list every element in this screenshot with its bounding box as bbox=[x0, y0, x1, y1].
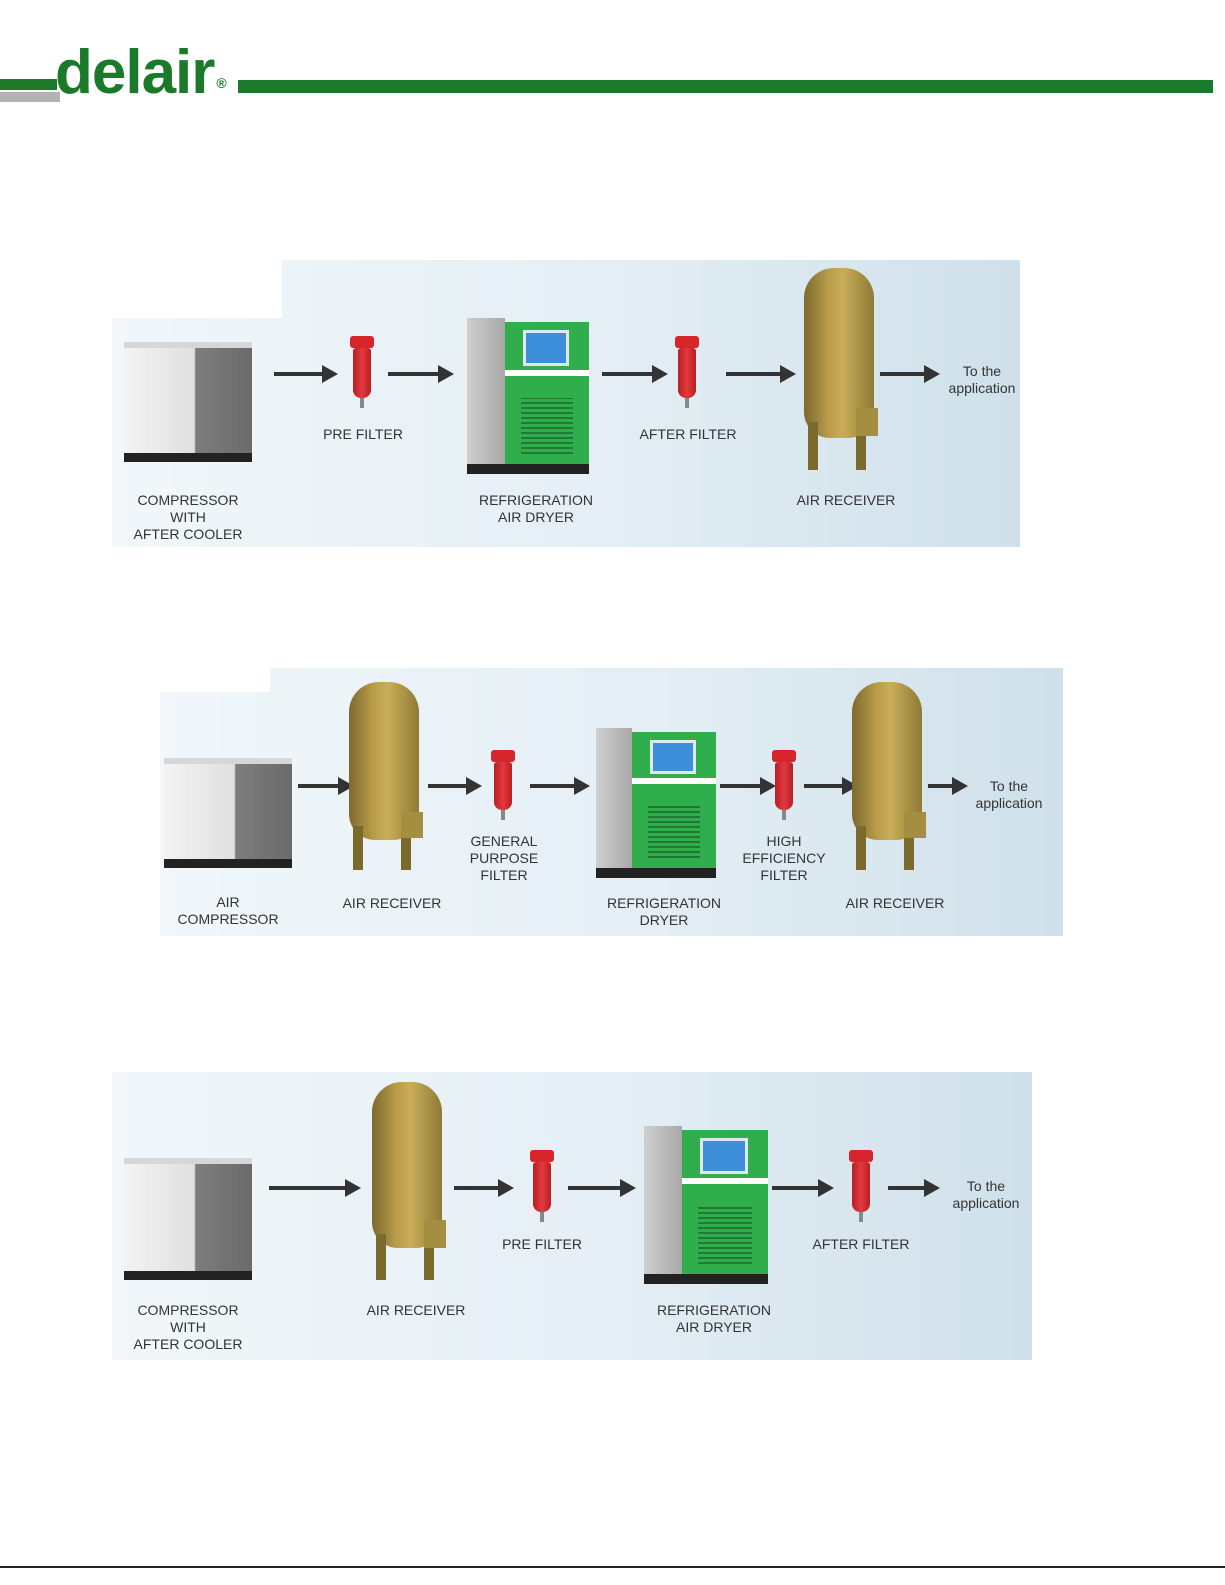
diagram-2-notch bbox=[160, 668, 270, 692]
header-rule-left bbox=[0, 79, 57, 90]
flow-arrow bbox=[454, 1179, 514, 1197]
flow-arrow bbox=[888, 1179, 940, 1197]
after-filter-label: AFTER FILTER bbox=[639, 426, 737, 442]
pre-filter-label: PRE FILTER bbox=[323, 426, 403, 442]
dryer-label: REFRIGERATION AIR DRYER bbox=[478, 492, 594, 525]
compressor-icon bbox=[124, 342, 252, 462]
diagram-2: To the application AIR COMPRESSOR AIR RE… bbox=[160, 668, 1063, 936]
receiver-label: AIR RECEIVER bbox=[366, 1302, 466, 1318]
high-efficiency-filter-icon bbox=[772, 750, 796, 820]
flow-arrow bbox=[388, 365, 454, 383]
flow-arrow bbox=[568, 1179, 636, 1197]
dryer-label: REFRIGERATION AIR DRYER bbox=[656, 1302, 772, 1335]
refrigeration-dryer-icon bbox=[644, 1126, 768, 1284]
flow-arrow bbox=[772, 1179, 834, 1197]
refrigeration-dryer-icon bbox=[467, 318, 589, 474]
flow-arrow bbox=[720, 777, 776, 795]
flow-arrow bbox=[428, 777, 482, 795]
compressor-label: AIR COMPRESSOR bbox=[177, 894, 279, 927]
receiver-label: AIR RECEIVER bbox=[796, 492, 896, 508]
flow-arrow bbox=[274, 365, 338, 383]
header-rule-right bbox=[238, 80, 1213, 93]
destination-label: To the application bbox=[948, 363, 1016, 396]
general-filter-label: GENERAL PURPOSE FILTER bbox=[469, 833, 539, 883]
header-rule-left-grey bbox=[0, 92, 60, 102]
delair-logo: delair® bbox=[55, 38, 227, 108]
air-receiver-icon bbox=[345, 676, 425, 872]
destination-label: To the application bbox=[975, 778, 1043, 811]
refrigeration-dryer-icon bbox=[596, 728, 716, 878]
pre-filter-label: PRE FILTER bbox=[502, 1236, 582, 1252]
general-purpose-filter-icon bbox=[491, 750, 515, 820]
after-filter-icon bbox=[675, 336, 699, 408]
flow-arrow bbox=[602, 365, 668, 383]
after-filter-label: AFTER FILTER bbox=[812, 1236, 910, 1252]
flow-arrow bbox=[298, 777, 354, 795]
air-receiver-icon bbox=[848, 676, 928, 872]
flow-arrow bbox=[726, 365, 796, 383]
registered-mark: ® bbox=[216, 75, 226, 91]
compressor-icon bbox=[164, 758, 292, 868]
compressor-label: COMPRESSOR WITH AFTER COOLER bbox=[133, 492, 243, 542]
flow-arrow bbox=[269, 1179, 361, 1197]
receiver-1-label: AIR RECEIVER bbox=[342, 895, 442, 911]
high-filter-label: HIGH EFFICIENCY FILTER bbox=[742, 833, 826, 883]
flow-arrow bbox=[880, 365, 940, 383]
logo-text: delair bbox=[55, 38, 215, 107]
footer-rule bbox=[0, 1566, 1225, 1568]
flow-arrow bbox=[530, 777, 590, 795]
pre-filter-icon bbox=[350, 336, 374, 408]
flow-arrow bbox=[928, 777, 968, 795]
compressor-icon bbox=[124, 1158, 252, 1280]
compressor-label: COMPRESSOR WITH AFTER COOLER bbox=[133, 1302, 243, 1352]
diagram-1-notch bbox=[112, 260, 282, 318]
air-receiver-icon bbox=[368, 1076, 448, 1282]
flow-arrow bbox=[804, 777, 858, 795]
air-receiver-icon bbox=[800, 262, 880, 472]
destination-label: To the application bbox=[952, 1178, 1020, 1211]
diagram-3: To the application COMPRESSOR WITH AFTER… bbox=[112, 1072, 1032, 1360]
dryer-label: REFRIGERATION DRYER bbox=[606, 895, 722, 928]
receiver-2-label: AIR RECEIVER bbox=[845, 895, 945, 911]
diagram-1: To the application COMPRESSOR WITH AFTER… bbox=[112, 260, 1020, 547]
pre-filter-icon bbox=[530, 1150, 554, 1222]
after-filter-icon bbox=[849, 1150, 873, 1222]
